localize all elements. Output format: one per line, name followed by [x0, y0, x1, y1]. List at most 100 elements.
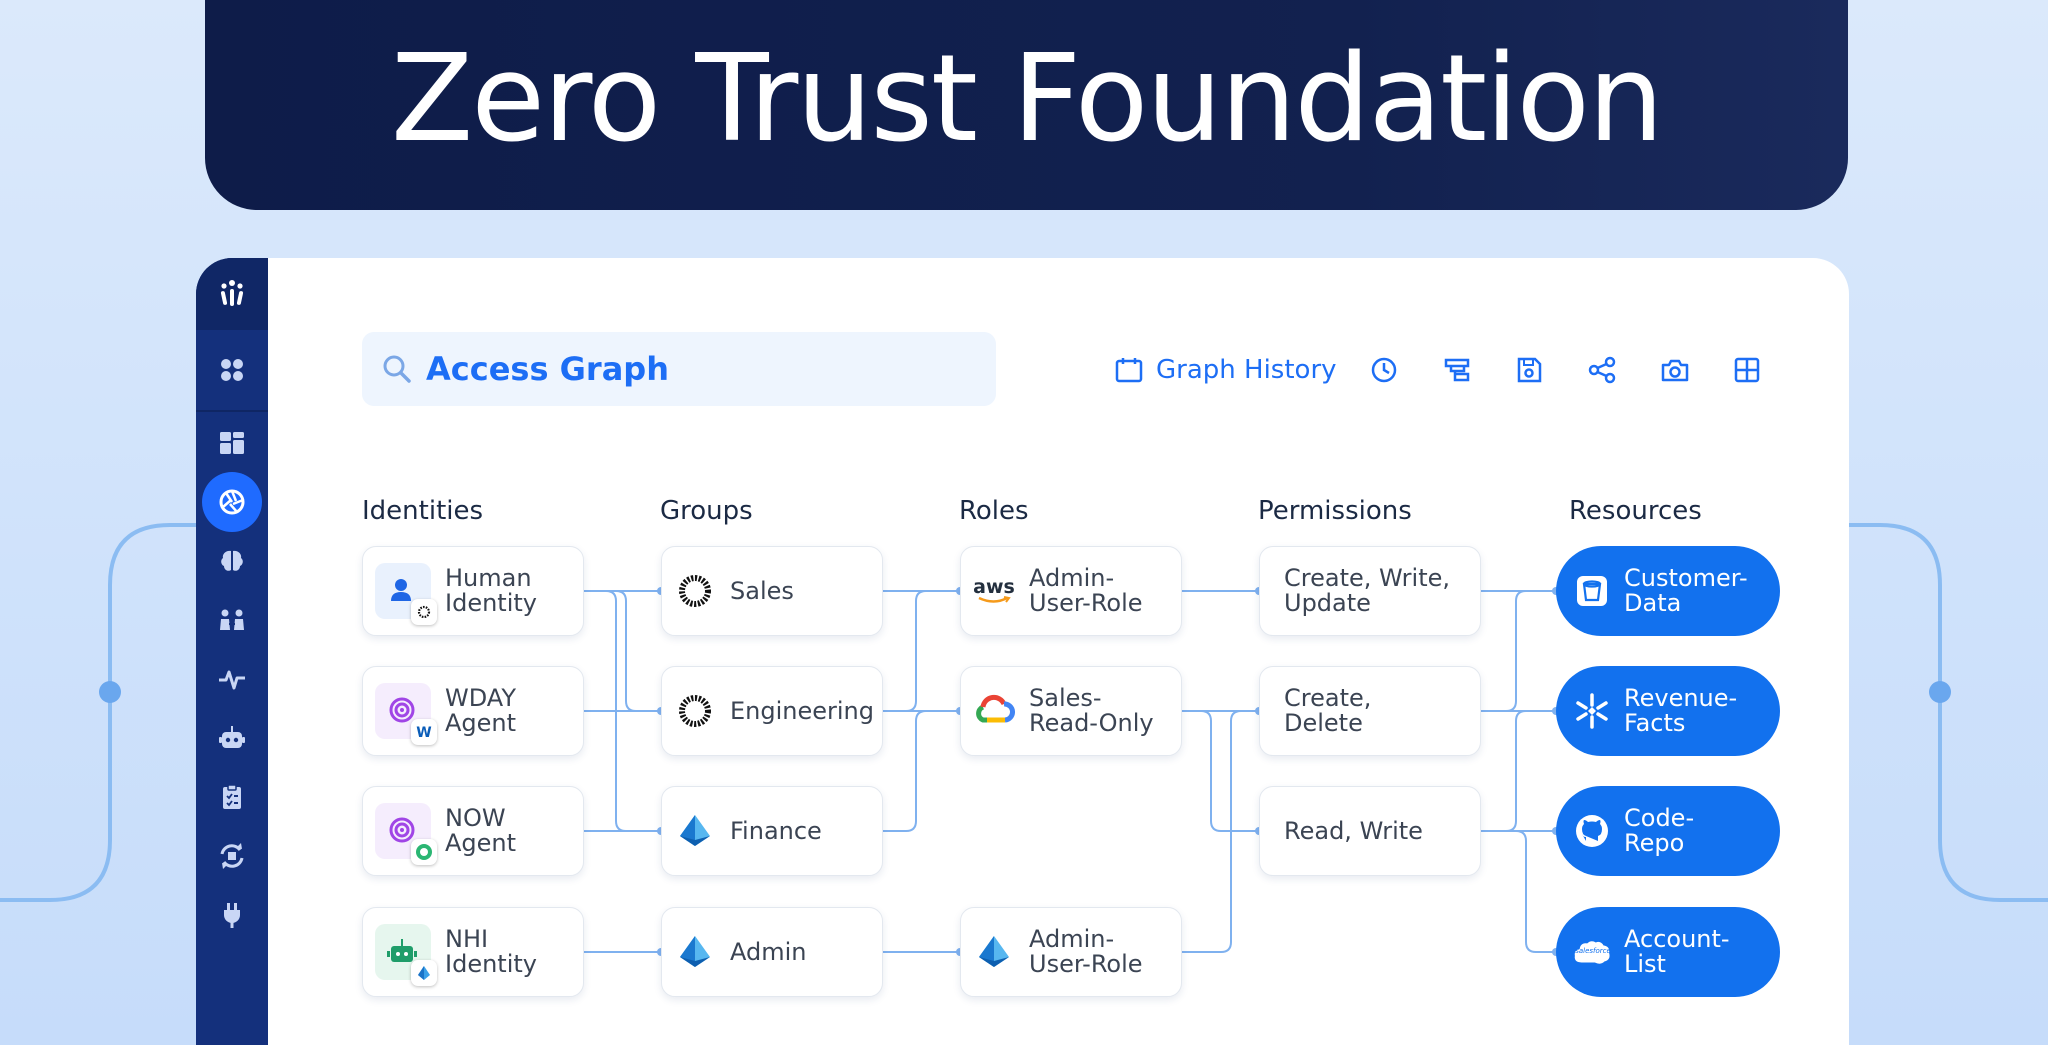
aws-icon: aws [973, 570, 1015, 612]
node-label-line1: Human [445, 564, 532, 592]
azure-icon [973, 931, 1015, 973]
node-label: Engineering [730, 696, 874, 725]
node-label: Admin [730, 937, 807, 966]
aws-logo-text: aws [973, 576, 1015, 598]
node-label-line1: Admin- [1029, 925, 1115, 953]
sync-icon[interactable] [202, 826, 262, 886]
salesforce-icon: salesforce [1572, 932, 1612, 972]
node-group-sales[interactable]: Sales [661, 546, 883, 636]
robot-icon[interactable] [202, 708, 262, 768]
node-label-line2: Agent [445, 829, 517, 857]
servicenow-badge-icon [411, 839, 437, 865]
column-header-groups: Groups [660, 496, 753, 526]
logo-icon[interactable] [196, 258, 268, 330]
node-group-finance[interactable]: Finance [661, 786, 883, 876]
column-header-roles: Roles [959, 496, 1029, 526]
bucket-icon [1572, 571, 1612, 611]
agent-icon: W [375, 683, 437, 745]
snowflake-icon [1572, 691, 1612, 731]
toolbar: Graph History [1114, 348, 1337, 392]
plug-icon[interactable] [202, 885, 262, 945]
node-label-line1: NHI [445, 925, 489, 953]
azure-icon [674, 810, 716, 852]
search-input[interactable]: Access Graph [362, 332, 996, 406]
node-label-line2: Identity [445, 950, 537, 978]
node-permission-create-write-update[interactable]: Create, Write,Update [1259, 546, 1481, 636]
node-permission-read-write[interactable]: Read, Write [1259, 786, 1481, 876]
node-label-line1: NOW [445, 804, 506, 832]
workday-badge-icon: W [411, 719, 437, 745]
clipboard-icon[interactable] [202, 767, 262, 827]
gcp-icon [973, 690, 1015, 732]
connector-dot-right [1929, 681, 1951, 703]
resource-customer-data[interactable]: Customer-Data [1556, 546, 1780, 636]
search-label: Access Graph [426, 350, 669, 388]
people-icon[interactable] [202, 590, 262, 650]
node-label-line2: Identity [445, 589, 537, 617]
azure-badge-icon [411, 960, 437, 986]
node-label-line1: Sales- [1029, 684, 1102, 712]
title-banner: Zero Trust Foundation [205, 0, 1848, 210]
node-label-line2: Read-Only [1029, 709, 1154, 737]
apps-icon[interactable] [202, 340, 262, 400]
node-label-line1: Admin- [1029, 564, 1115, 592]
resource-label-line2: Repo [1624, 829, 1685, 857]
node-role-aws-admin[interactable]: aws Admin-User-Role [960, 546, 1182, 636]
resource-label-line1: Customer- [1624, 564, 1748, 592]
node-permission-create-delete[interactable]: Create,Delete [1259, 666, 1481, 756]
filter-icon[interactable] [1435, 348, 1479, 392]
graph-history-label: Graph History [1156, 355, 1337, 385]
page-title: Zero Trust Foundation [391, 29, 1664, 169]
save-icon[interactable] [1507, 348, 1551, 392]
column-header-identities: Identities [362, 496, 484, 526]
node-label-line1: Create, [1284, 684, 1372, 712]
node-label-line1: Read, Write [1284, 816, 1423, 845]
node-group-engineering[interactable]: Engineering [661, 666, 883, 756]
node-label-line2: User-Role [1029, 950, 1143, 978]
resource-label-line2: List [1624, 950, 1666, 978]
search-icon [383, 355, 411, 383]
calendar-icon [1115, 358, 1143, 383]
node-label: Sales [730, 576, 794, 605]
azure-icon [674, 931, 716, 973]
aperture-icon[interactable] [202, 472, 262, 532]
share-icon[interactable] [1580, 348, 1624, 392]
node-role-gcp-sales[interactable]: Sales-Read-Only [960, 666, 1182, 756]
resource-code-repo[interactable]: Code-Repo [1556, 786, 1780, 876]
person-icon [375, 563, 437, 625]
node-label-line2: Delete [1284, 709, 1363, 737]
node-label-line2: Agent [445, 709, 517, 737]
graph-edges [584, 587, 1560, 956]
resource-revenue-facts[interactable]: Revenue-Facts [1556, 666, 1780, 756]
node-label-line1: Create, Write, [1284, 564, 1450, 592]
svg-text:W: W [416, 725, 431, 741]
app-window: Access Graph Graph History Identities Gr… [196, 258, 1849, 1045]
resource-label-line1: Code- [1624, 804, 1695, 832]
resource-account-list[interactable]: salesforce Account-List [1556, 907, 1780, 997]
column-header-resources: Resources [1569, 496, 1702, 526]
graph-history-button[interactable]: Graph History [1114, 355, 1337, 385]
resource-label-line2: Data [1624, 589, 1682, 617]
node-group-admin[interactable]: Admin [661, 907, 883, 997]
resource-label-line2: Facts [1624, 709, 1686, 737]
okta-icon [674, 570, 716, 612]
camera-icon[interactable] [1653, 348, 1697, 392]
resource-label-line1: Account- [1624, 925, 1730, 953]
github-icon [1572, 811, 1612, 851]
node-label-line2: Update [1284, 589, 1371, 617]
pulse-icon[interactable] [202, 649, 262, 709]
clock-icon[interactable] [1362, 348, 1406, 392]
resource-label-line1: Revenue- [1624, 684, 1738, 712]
node-role-azure-admin[interactable]: Admin-User-Role [960, 907, 1182, 997]
node-label-line1: WDAY [445, 684, 517, 712]
robot-icon [375, 924, 437, 986]
connector-dot-left [99, 681, 121, 703]
brain-icon[interactable] [202, 531, 262, 591]
grid-icon[interactable] [1725, 348, 1769, 392]
dashboard-icon[interactable] [202, 413, 262, 473]
